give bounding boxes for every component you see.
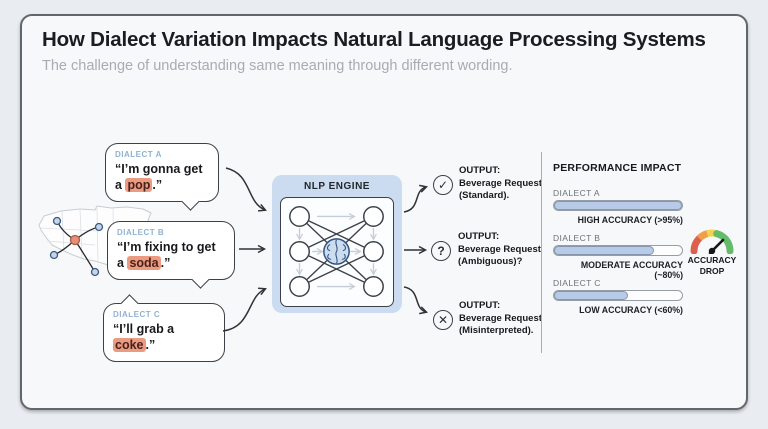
- page-subtitle: The challenge of understanding same mean…: [42, 58, 513, 74]
- accuracy-gauge-icon: [690, 229, 734, 254]
- brain-icon: [323, 238, 350, 265]
- perf-bar-c-track: [553, 290, 683, 301]
- output-ambiguous: OUTPUT: Beverage Request (Ambiguous)?: [458, 231, 541, 268]
- question-circle-icon: ?: [431, 241, 451, 261]
- nlp-engine-title: NLP ENGINE: [304, 181, 370, 192]
- output-misinterpreted: OUTPUT: Beverage Request (Misinterpreted…: [459, 300, 542, 337]
- page-title: How Dialect Variation Impacts Natural La…: [42, 28, 706, 51]
- dialect-b-text: “I’m fixing to get a soda.”: [117, 240, 216, 271]
- neural-network: [289, 206, 384, 297]
- dialect-bubble-c: DIALECT C “I’ll grab a coke.”: [103, 293, 225, 362]
- dialect-a-text: “I’m gonna get a pop.”: [115, 162, 203, 193]
- dialect-bubble-a: DIALECT A “I’m gonna get a pop.”: [105, 143, 219, 211]
- check-circle-icon: ✓: [433, 175, 453, 195]
- perf-bar-a-fill: [554, 201, 682, 210]
- output-standard: OUTPUT: Beverage Request (Standard).: [459, 165, 542, 202]
- perf-bar-a-track: [553, 200, 683, 211]
- perf-bar-b-track: [553, 245, 683, 256]
- perf-label-a: DIALECT A: [553, 188, 600, 198]
- network-nodes: [289, 206, 384, 297]
- highlight-word: pop: [125, 178, 153, 193]
- perf-bar-b-fill: [554, 246, 654, 255]
- neural-network-box: [280, 197, 394, 307]
- perf-caption-c: LOW ACCURACY (<60%): [579, 305, 683, 315]
- perf-caption-b: MODERATE ACCURACY (~80%): [580, 260, 683, 280]
- nlp-engine: NLP ENGINE: [272, 175, 402, 313]
- dialect-c-label: DIALECT C: [113, 310, 161, 319]
- cross-circle-icon: ✕: [433, 310, 453, 330]
- perf-label-b: DIALECT B: [553, 233, 601, 243]
- perf-label-c: DIALECT C: [553, 278, 601, 288]
- dialect-bubble-b: DIALECT B “I’m fixing to get a soda.”: [107, 221, 235, 289]
- dialect-c-text: “I’ll grab a coke.”: [113, 322, 175, 353]
- flow-arrows: [296, 213, 377, 290]
- perf-caption-a: HIGH ACCURACY (>95%): [577, 215, 683, 225]
- map-center-node: [69, 234, 81, 246]
- dialect-a-label: DIALECT A: [115, 150, 162, 159]
- gauge-label: ACCURACY DROP: [687, 255, 737, 277]
- performance-panel-title: PERFORMANCE IMPACT: [553, 162, 682, 174]
- dialect-b-label: DIALECT B: [117, 228, 165, 237]
- section-divider: [541, 152, 543, 353]
- highlight-word: soda: [127, 256, 161, 271]
- map-nodes: [49, 216, 104, 277]
- perf-bar-c-fill: [554, 291, 629, 300]
- highlight-word: coke: [113, 338, 146, 353]
